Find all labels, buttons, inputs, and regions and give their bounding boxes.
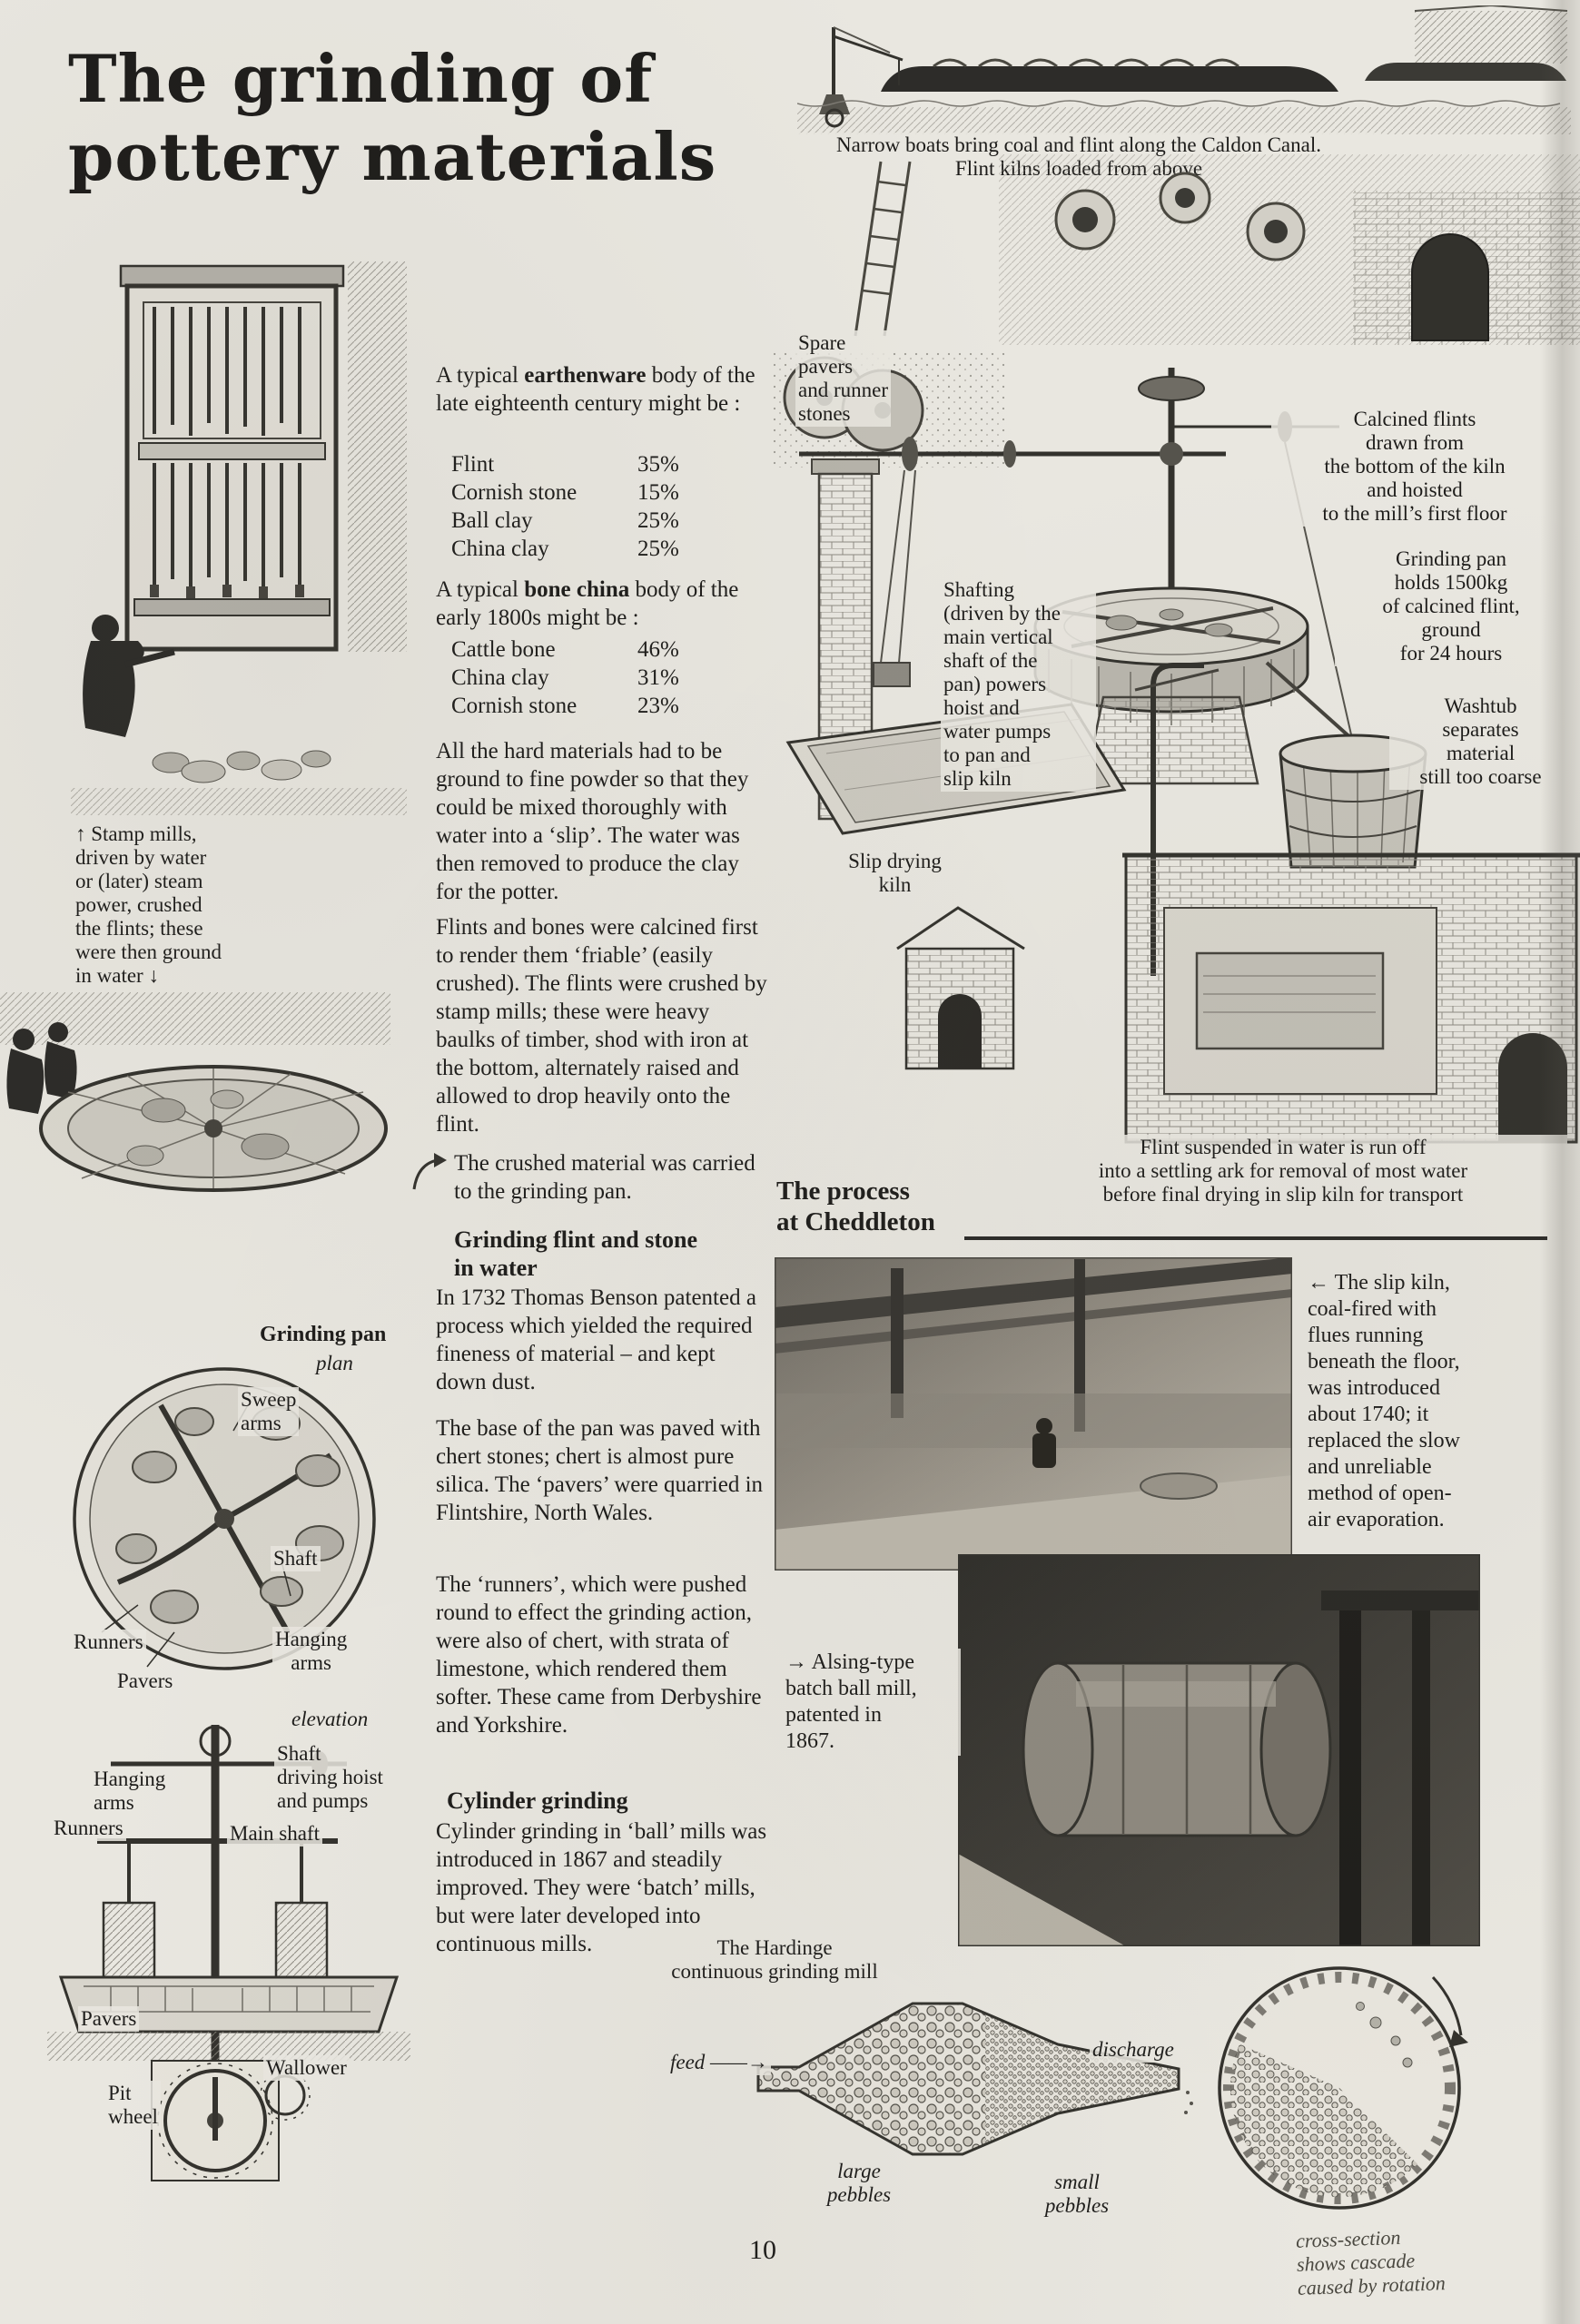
composition-row: China clay 25% bbox=[451, 535, 724, 563]
label-washtub: Washtub separates material still too coa… bbox=[1389, 694, 1572, 790]
bonechina-intro: A typical bone china body of the early 1… bbox=[436, 576, 767, 632]
material-name: China clay bbox=[451, 537, 549, 561]
cross-section-caption: cross-section shows cascade caused by ro… bbox=[1292, 2223, 1449, 2301]
plan-label-shaft: Shaft bbox=[271, 1546, 321, 1571]
hardinge-label-discharge: discharge bbox=[1090, 2037, 1177, 2063]
bonechina-intro-post: body of the early 1800s might be : bbox=[436, 577, 739, 630]
page-title-line2: pottery materials bbox=[68, 118, 717, 195]
page-number: 10 bbox=[749, 2235, 776, 2265]
label-settling-ark: Flint suspended in water is run off into… bbox=[999, 1135, 1567, 1207]
paragraph-benson: In 1732 Thomas Benson patented a process… bbox=[436, 1285, 756, 1394]
label-grinding-pan: Grinding pan holds 1500kg of calcined fl… bbox=[1335, 547, 1567, 666]
paragraph-calcining: Flints and bones were calcined first to … bbox=[436, 915, 767, 1137]
label-shafting: Shafting (driven by the main vertical sh… bbox=[941, 577, 1096, 792]
earthenware-intro: A typical earthenware body of the late e… bbox=[436, 361, 767, 418]
elevation-label-pavers: Pavers bbox=[78, 2006, 140, 2032]
material-name: Flint bbox=[451, 452, 495, 477]
page-fold-shadow bbox=[1540, 0, 1580, 2324]
elevation-label-main-shaft: Main shaft bbox=[227, 1821, 323, 1846]
hardinge-label-feed: feed ——→ bbox=[667, 2050, 771, 2075]
label-slip-drying-kiln: Slip drying kiln bbox=[822, 849, 968, 898]
slip-kiln-photo bbox=[775, 1257, 1292, 1571]
elevation-title: elevation bbox=[289, 1707, 371, 1732]
earthenware-intro-post: body of the late eighteenth century migh… bbox=[436, 363, 755, 416]
cheddleton-heading: The process at Cheddleton bbox=[776, 1177, 935, 1236]
bonechina-intro-pre: A typical bbox=[436, 577, 525, 602]
grinding-pan-elevation-diagram bbox=[47, 1725, 410, 2181]
paragraph-crushed-material: The crushed material was carried to the … bbox=[454, 1151, 755, 1204]
material-value: 35% bbox=[637, 452, 679, 477]
plan-label-hanging-arms: Hanging arms bbox=[272, 1627, 351, 1676]
stamp-mill-caption: ↑ Stamp mills, driven by water or (later… bbox=[73, 822, 255, 989]
composition-row: Cornish stone 15% bbox=[451, 478, 724, 507]
section-heading-grinding: Grinding flint and stone in water bbox=[454, 1226, 698, 1281]
elevation-label-hanging-arms: Hanging arms bbox=[91, 1767, 169, 1816]
earthenware-term: earthenware bbox=[524, 363, 647, 388]
composition-row: China clay 31% bbox=[451, 664, 724, 692]
ball-mill-caption: → Alsing-type batch ball mill, patented … bbox=[783, 1649, 961, 1756]
stamp-mill-illustration bbox=[71, 261, 407, 815]
hardinge-label-large-pebbles: large pebbles bbox=[806, 2159, 912, 2208]
material-value: 15% bbox=[637, 480, 679, 505]
composition-row: Cornish stone 23% bbox=[451, 692, 724, 720]
section-heading-cylinder: Cylinder grinding bbox=[447, 1787, 628, 1814]
elevation-label-runners: Runners bbox=[51, 1816, 126, 1841]
material-value: 46% bbox=[637, 637, 679, 662]
material-value: 25% bbox=[637, 508, 679, 533]
earthenware-intro-pre: A typical bbox=[436, 363, 525, 388]
grinding-pan-plan-diagram bbox=[73, 1367, 376, 1670]
elevation-label-pit-wheel: Pit wheel bbox=[105, 2081, 161, 2130]
material-name: Cattle bone bbox=[451, 637, 556, 662]
hardinge-title: The Hardinge continuous grinding mill bbox=[636, 1935, 913, 1984]
paragraph-pavers: The base of the pan was paved with chert… bbox=[436, 1416, 764, 1525]
material-name: China clay bbox=[451, 665, 549, 690]
hardinge-mill-diagram bbox=[756, 2002, 1193, 2156]
bonechina-table: Cattle bone 46% China clay 31% Cornish sto… bbox=[451, 635, 724, 720]
plan-label-sweep-arms: Sweep arms bbox=[238, 1387, 300, 1436]
grinding-pan-scene-illustration bbox=[0, 992, 390, 1192]
material-value: 25% bbox=[637, 537, 679, 561]
page-title-line1: The grinding of bbox=[68, 40, 654, 117]
plan-subtitle: plan bbox=[313, 1351, 356, 1376]
label-spare-pavers: Spare pavers and runner stones bbox=[795, 330, 891, 427]
plan-label-pavers: Pavers bbox=[114, 1669, 176, 1694]
composition-row: Ball clay 25% bbox=[451, 507, 724, 535]
elevation-label-wallower: Wallower bbox=[263, 2055, 350, 2081]
material-name: Cornish stone bbox=[451, 694, 578, 718]
composition-row: Cattle bone 46% bbox=[451, 635, 724, 664]
canal-scene-illustration bbox=[797, 5, 1571, 134]
hand-drawn-arrow-icon bbox=[412, 1153, 447, 1190]
ball-mill-photo bbox=[958, 1554, 1480, 1946]
bonechina-term: bone china bbox=[524, 577, 630, 602]
composition-row: Flint 35% bbox=[451, 450, 724, 478]
material-name: Cornish stone bbox=[451, 480, 578, 505]
plan-title: Grinding pan bbox=[257, 1322, 390, 1347]
earthenware-table: Flint 35% Cornish stone 15% Ball clay 25% C… bbox=[451, 450, 724, 563]
mill-cross-section-diagram bbox=[1218, 1966, 1468, 2210]
section-rule bbox=[964, 1236, 1547, 1240]
material-name: Ball clay bbox=[451, 508, 533, 533]
elevation-label-shaft-drive: Shaft driving hoist and pumps bbox=[274, 1741, 416, 1814]
slip-kiln-photo-caption: ← The slip kiln, coal-fired with flues r… bbox=[1305, 1269, 1555, 1534]
material-value: 31% bbox=[637, 665, 679, 690]
hardinge-label-small-pebbles: small pebbles bbox=[1024, 2170, 1130, 2219]
page-title: The grinding of pottery materials bbox=[68, 40, 716, 196]
paragraph-runners: The ‘runners’, which were pushed round t… bbox=[436, 1572, 762, 1738]
material-value: 23% bbox=[637, 694, 679, 718]
plan-label-runners: Runners bbox=[71, 1630, 146, 1655]
paragraph-cylinder-grinding: Cylinder grinding in ‘ball’ mills was in… bbox=[436, 1819, 767, 1956]
label-calcined-flints: Calcined flints drawn from the bottom of… bbox=[1271, 407, 1558, 527]
paragraph-slip: All the hard materials had to be ground … bbox=[436, 739, 749, 904]
